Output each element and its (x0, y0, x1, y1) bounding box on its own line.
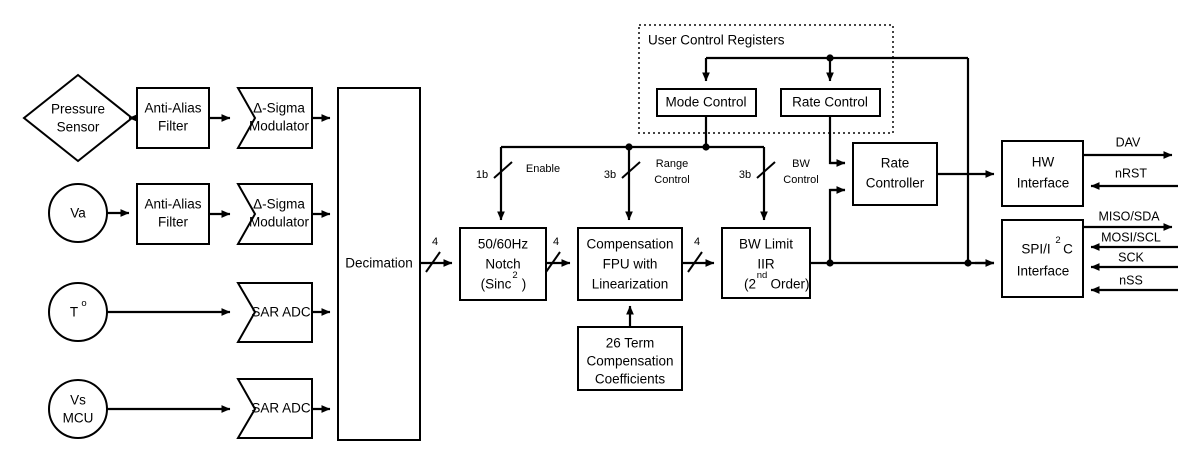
bus-width-compensation-out: 4 (694, 236, 700, 248)
anti-alias-filter-2-label-line2: Filter (158, 215, 189, 230)
spi-i2c-exponent: 2 (1055, 235, 1060, 246)
decimation-block (337, 87, 421, 441)
anti-alias-filter-2-label-line1: Anti-Alias (144, 197, 201, 212)
sar-adc-1-label: SAR ADC (251, 305, 311, 320)
notch-label-line2: Notch (485, 257, 520, 272)
notch-sinc-exponent: 2 (512, 270, 517, 281)
wire-rate-control-to-rate-controller (828, 116, 845, 165)
anti-alias-filter-2 (136, 183, 210, 245)
vs-mcu-source-shape (48, 379, 108, 439)
decimation-label: Decimation (345, 256, 413, 271)
signal-label-range-control-line1: Range (656, 158, 688, 170)
coefficients-label-line3: Coefficients (595, 372, 666, 387)
spi-i2c-interface-block (1001, 219, 1084, 298)
bw-limit-order-exponent: nd (757, 270, 768, 281)
vs-mcu-label-line2: MCU (63, 411, 94, 426)
bus-width-enable: 1b (476, 169, 488, 181)
delta-sigma-modulator-1-label-line2: Modulator (249, 119, 310, 134)
sar-adc-2-label: SAR ADC (251, 401, 311, 416)
compensation-fpu-label-line1: Compensation (586, 237, 673, 252)
pressure-sensor-shape (22, 73, 134, 163)
pressure-sensor-label-line2: Sensor (57, 120, 100, 135)
bus-slash-enable (493, 161, 513, 179)
rate-controller-label-line1: Rate (881, 156, 910, 171)
coefficients-label-line1: 26 Term (606, 336, 655, 351)
spi-interface-label-line1a: SPI/I (1021, 242, 1050, 257)
delta-sigma-modulator-1 (236, 87, 313, 149)
bw-limit-iir-block (721, 227, 811, 299)
bus-width-decimation-out: 4 (432, 236, 438, 248)
bus-slash-compensation-out (687, 251, 703, 273)
signal-label-mosi-scl: MOSI/SCL (1101, 230, 1161, 244)
notch-label-line3b: ) (522, 277, 527, 292)
signal-label-enable: Enable (526, 163, 560, 175)
bw-limit-label-line3a: (2 (744, 277, 756, 292)
compensation-fpu-label-line3: Linearization (592, 277, 669, 292)
rate-control-label: Rate Control (792, 95, 868, 110)
signal-label-miso-sda: MISO/SDA (1098, 209, 1160, 223)
signal-label-dav: DAV (1116, 135, 1141, 149)
compensation-fpu-label-line2: FPU with (603, 257, 658, 272)
sar-adc-1 (236, 282, 313, 343)
signal-label-bw-control-line2: Control (783, 174, 818, 186)
delta-sigma-modulator-2-label-line2: Modulator (249, 215, 310, 230)
junction-rate-control-feed (826, 54, 834, 62)
bw-limit-label-line2: IIR (757, 257, 775, 272)
temperature-source-label: T (70, 305, 78, 320)
spi-interface-label-line1b: C (1063, 242, 1073, 257)
signal-label-nss: nSS (1119, 273, 1143, 287)
wire-bwlimit-branch-to-rate-controller (828, 188, 845, 263)
signal-label-sck: SCK (1118, 250, 1144, 264)
user-control-registers-group (638, 24, 894, 134)
notch-filter-block (459, 227, 547, 301)
rate-controller-block (852, 142, 938, 206)
bw-limit-label-line1: BW Limit (739, 237, 793, 252)
delta-sigma-modulator-1-label-line1: Δ-Sigma (253, 101, 305, 116)
bus-slash-range-control (621, 161, 641, 179)
signal-label-range-control-line2: Control (654, 174, 689, 186)
mode-control-label: Mode Control (665, 95, 746, 110)
notch-label-line3a: (Sinc (481, 277, 512, 292)
signal-label-bw-control-line1: BW (792, 158, 810, 170)
anti-alias-filter-1-label-line2: Filter (158, 119, 189, 134)
bus-slash-bw-control (756, 161, 776, 179)
rate-controller-label-line2: Controller (866, 176, 925, 191)
bus-width-range-control: 3b (604, 169, 616, 181)
bus-width-notch-out: 4 (553, 236, 559, 248)
mode-control-register[interactable] (656, 88, 757, 117)
bus-slash-notch-out (545, 251, 561, 273)
delta-sigma-modulator-2-label-line1: Δ-Sigma (253, 197, 305, 212)
signal-label-nrst: nRST (1115, 166, 1147, 180)
coefficients-label-line2: Compensation (586, 354, 673, 369)
temperature-degree-icon: o (81, 298, 86, 309)
hw-interface-label-line1: HW (1032, 155, 1055, 170)
bus-width-bw-control: 3b (739, 169, 751, 181)
hw-interface-block (1001, 140, 1084, 207)
anti-alias-filter-1-label-line1: Anti-Alias (144, 101, 201, 116)
junction-mode-control-bus (702, 143, 710, 151)
bw-limit-label-line3b: Order) (770, 277, 809, 292)
bus-slash-decimation-out (425, 251, 441, 273)
vs-mcu-label-line1: Vs (70, 393, 86, 408)
spi-interface-label-line2: Interface (1017, 264, 1070, 279)
sar-adc-2 (236, 378, 313, 439)
delta-sigma-modulator-2 (236, 183, 313, 245)
compensation-fpu-block (577, 227, 683, 301)
notch-label-line1: 50/60Hz (478, 237, 529, 252)
user-control-registers-label: User Control Registers (648, 33, 785, 48)
pressure-sensor-label-line1: Pressure (51, 102, 105, 117)
va-source-label: Va (70, 206, 86, 221)
hw-interface-label-line2: Interface (1017, 176, 1070, 191)
